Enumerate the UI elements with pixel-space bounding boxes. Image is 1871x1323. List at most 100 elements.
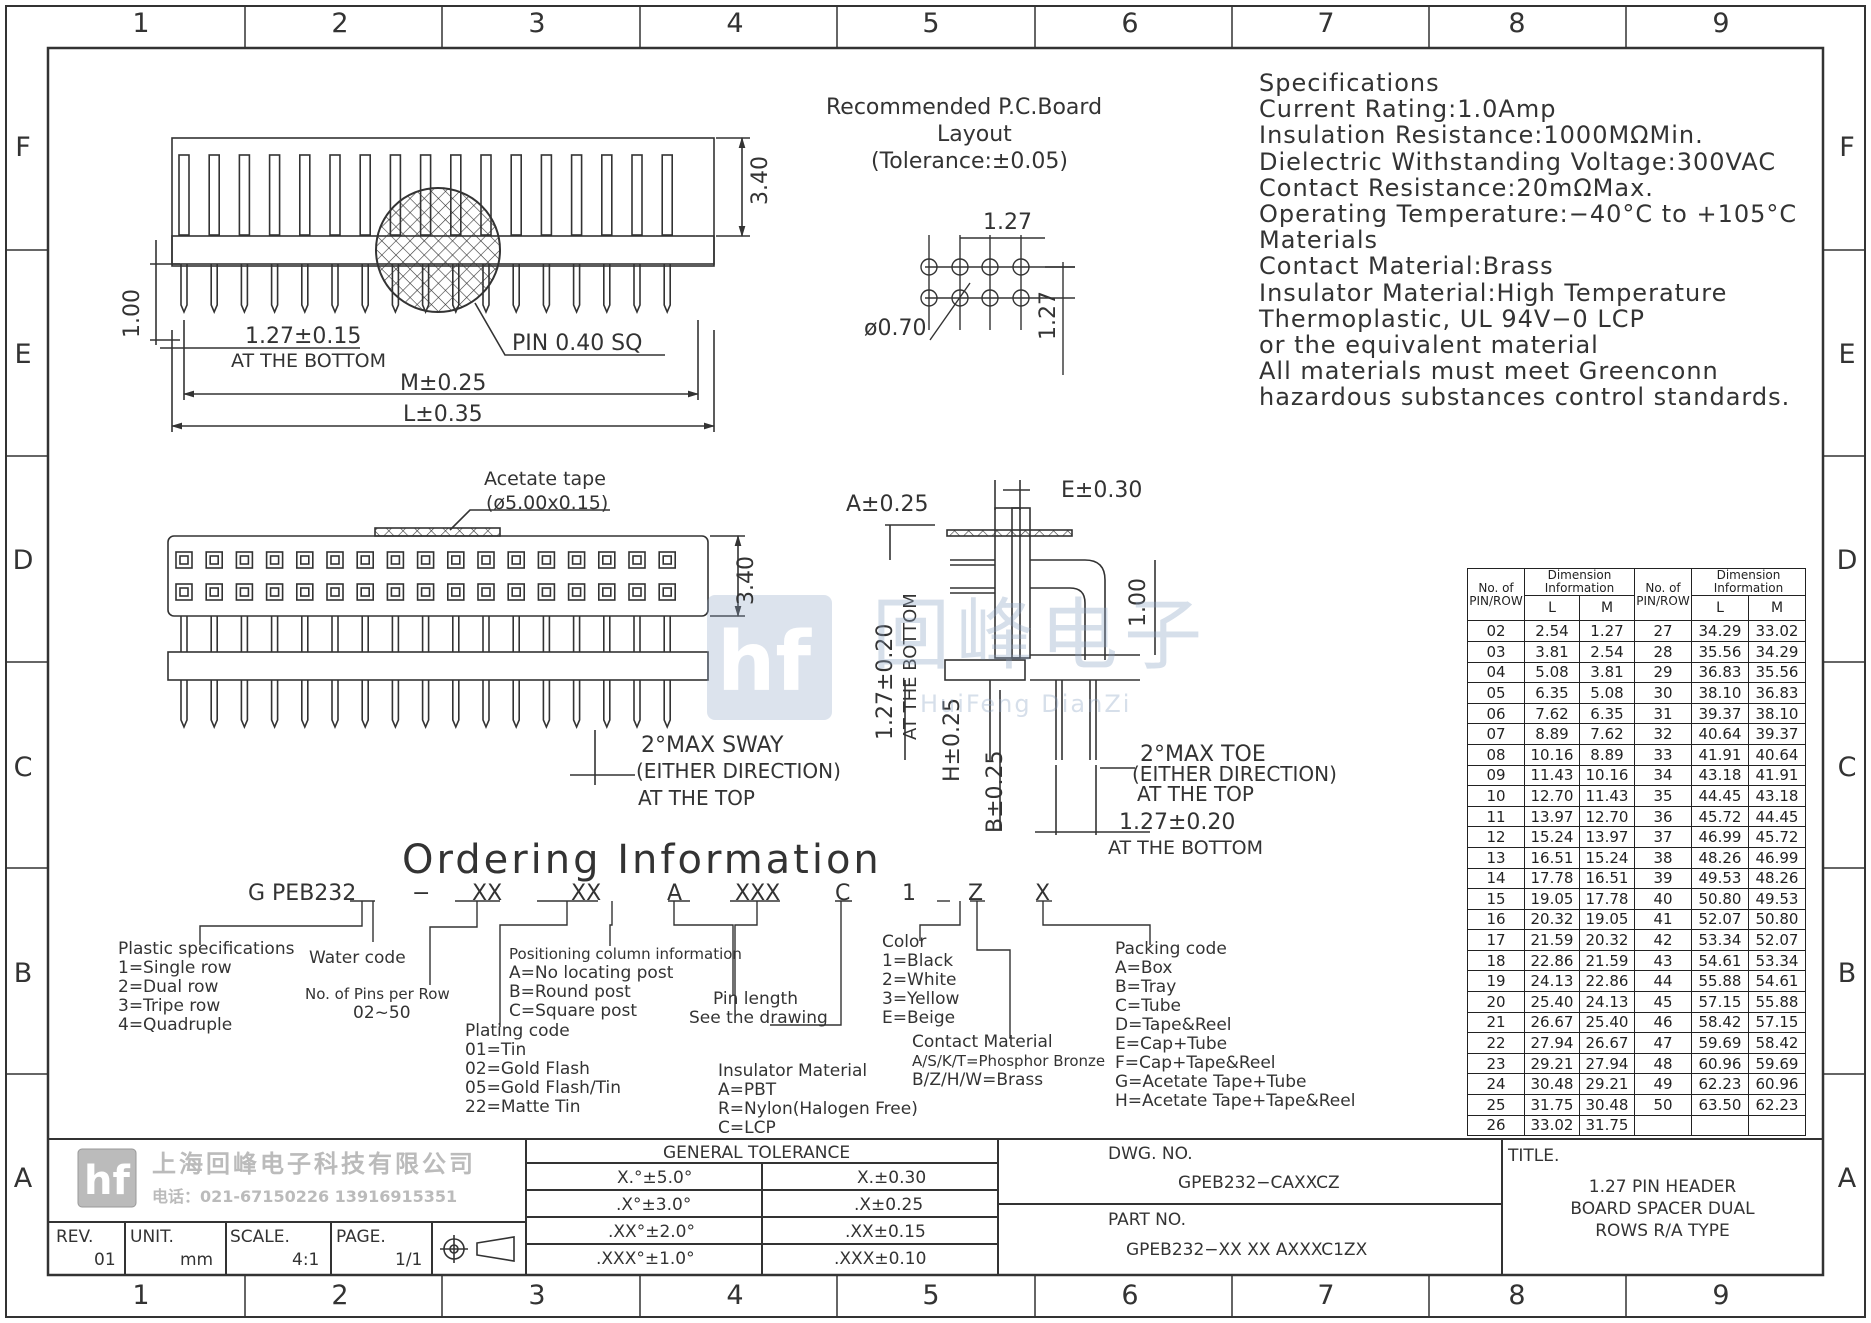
table-cell: 54.61 <box>1691 949 1749 972</box>
tol-linear: .X±0.25 <box>854 1195 924 1215</box>
contact-pad-inner <box>632 555 642 565</box>
front-pin <box>603 680 611 730</box>
table-cell: 10 <box>1467 785 1525 807</box>
contact-pad <box>597 583 616 601</box>
table-cell: 33.02 <box>1748 620 1806 642</box>
dimension-table: No. of PIN/ROW Dimension Information No.… <box>1467 567 1806 1137</box>
grid-row-label: F <box>1839 132 1855 163</box>
table-cell: 37 <box>1634 826 1692 848</box>
table-cell: 15.24 <box>1524 826 1580 848</box>
packing-block: Packing code A=Box B=Tray C=Tube D=Tape&… <box>1115 940 1355 1111</box>
table-cell: 62.23 <box>1748 1094 1806 1116</box>
contact-pad-inner <box>571 555 582 565</box>
table-cell: 58.42 <box>1691 1011 1749 1034</box>
table-cell: 62.23 <box>1691 1073 1749 1096</box>
contact-pad <box>658 583 677 601</box>
packing-line: D=Tape&Reel <box>1115 1015 1232 1035</box>
table-cell: 12.70 <box>1579 805 1635 828</box>
contact-pad <box>628 551 646 569</box>
positioning-line: Positioning column information <box>509 945 742 963</box>
header-pin <box>540 154 553 315</box>
table-cell: 30.48 <box>1524 1073 1580 1096</box>
table-cell: 57.15 <box>1691 991 1749 1013</box>
header-pin <box>298 154 311 315</box>
grid-row-label: C <box>13 752 33 783</box>
hatched-area <box>375 187 501 313</box>
table-cell: 58.42 <box>1748 1032 1806 1054</box>
table-cell: 40.64 <box>1748 743 1806 766</box>
grid-col-label: 7 <box>1317 8 1335 39</box>
table-cell <box>1691 1114 1749 1137</box>
table-cell: 53.34 <box>1748 949 1806 972</box>
table-cell: 5.08 <box>1524 661 1580 684</box>
front-pin <box>391 680 400 730</box>
table-cell: 50 <box>1634 1094 1692 1116</box>
table-cell: 02 <box>1467 620 1525 642</box>
side-dim-b: B±0.25 <box>983 750 1008 833</box>
contact-pad-inner <box>209 555 219 565</box>
table-cell: 1.27 <box>1579 620 1635 642</box>
code-segment: X <box>1035 881 1051 906</box>
plastic-line: Plastic specifications <box>118 939 295 959</box>
table-cell: 46.99 <box>1748 846 1806 869</box>
contact-pad-inner <box>450 587 461 597</box>
table-cell: 17 <box>1467 929 1525 951</box>
table-cell: 23 <box>1467 1052 1525 1075</box>
table-cell: 50.80 <box>1691 888 1749 910</box>
plating-line: Plating code <box>465 1021 570 1041</box>
contact-pad <box>265 583 284 601</box>
pins-line: No. of Pins per Row <box>305 985 450 1003</box>
packing-line: A=Box <box>1115 958 1173 978</box>
front-pin <box>361 680 369 730</box>
table-cell: 54.61 <box>1748 970 1806 993</box>
table-cell: 50.80 <box>1748 908 1806 931</box>
contact-pad <box>597 551 616 569</box>
grid-col-label: 6 <box>1121 1280 1139 1311</box>
spec-line: Current Rating:1.0Amp <box>1259 95 1557 124</box>
packing-line: B=Tray <box>1115 977 1177 997</box>
insulator-line: Insulator Material <box>718 1061 868 1081</box>
front-pin <box>572 680 581 730</box>
table-cell: 16.51 <box>1524 846 1580 869</box>
contact-pad-inner <box>662 555 673 565</box>
table-cell <box>1634 1114 1692 1137</box>
table-cell: 29.21 <box>1524 1052 1580 1075</box>
spec-line: All materials must meet Greenconn <box>1259 357 1719 386</box>
table-cell: 34.29 <box>1748 640 1806 663</box>
table-cell: 55.88 <box>1748 991 1806 1013</box>
table-cell: 29 <box>1634 661 1692 684</box>
table-cell: 16 <box>1467 908 1525 931</box>
rev-value: 01 <box>94 1250 116 1270</box>
contact-pad <box>446 551 465 569</box>
watermark-pinyin: HuiFeng DianZi <box>920 690 1132 718</box>
title-line: BOARD SPACER DUAL <box>1570 1199 1755 1219</box>
tape-label: Acetate tape <box>484 468 606 490</box>
table-cell: 31 <box>1634 702 1692 725</box>
table-cell: 22.86 <box>1524 949 1580 972</box>
insulator-line: R=Nylon(Halogen Free) <box>718 1099 918 1119</box>
table-cell: 2.54 <box>1524 620 1580 642</box>
code-segment: XXX <box>735 881 781 906</box>
grid-row-label: E <box>1838 339 1856 370</box>
contact-line: B/Z/H/W=Brass <box>912 1070 1044 1090</box>
table-cell: 17.78 <box>1524 867 1580 890</box>
front-pin <box>482 680 490 730</box>
contact-pad-inner <box>360 587 371 597</box>
contact-pad-inner <box>179 587 189 597</box>
table-cell: 5.08 <box>1579 682 1635 704</box>
pcb-title-1: Recommended P.C.Board <box>826 95 1103 120</box>
code-segment: G PEB232 <box>248 881 357 906</box>
tol-linear: X.±0.30 <box>857 1168 927 1188</box>
table-cell: 19.05 <box>1524 888 1580 910</box>
insulator-block: Insulator Material A=PBT R=Nylon(Halogen… <box>718 1062 918 1138</box>
company-name: 上海回峰电子科技有限公司 <box>152 1150 476 1178</box>
spec-heading: Specifications <box>1259 69 1440 97</box>
positioning-block: Positioning column information A=No loca… <box>509 945 742 1021</box>
table-cell: 3.81 <box>1579 661 1635 684</box>
